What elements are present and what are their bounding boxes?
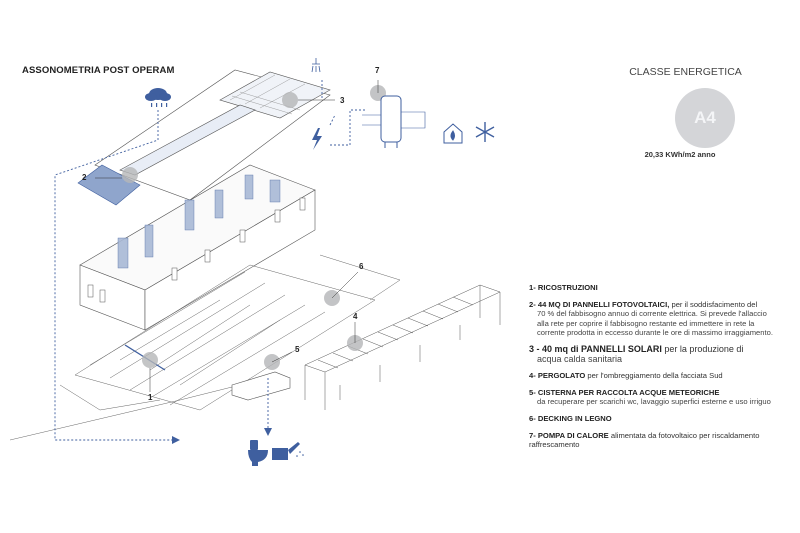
legend-item: 3 - 40 mq di PANNELLI SOLARI per la prod… — [529, 343, 779, 364]
rain-flow-line — [54, 110, 175, 441]
energy-consumption: 20,33 KWh/m2 anno — [644, 150, 716, 159]
marker-3-label: 3 — [340, 96, 345, 105]
legend-desc: 70 % del fabbisogno annuo di corrente el… — [537, 309, 773, 338]
marker-5-label: 5 — [295, 345, 300, 354]
legend-head: 5- CISTERNA PER RACCOLTA ACQUE METEORICH… — [529, 387, 720, 397]
legend-inline: per l'ombreggiamento della facciata Sud — [585, 371, 723, 381]
lightning-icon — [312, 128, 322, 150]
legend-head: 3 - 40 mq di PANNELLI SOLARI — [529, 343, 662, 354]
legend-head: 1- RICOSTRUZIONI — [529, 283, 598, 292]
legend-head: 2- 44 MQ DI PANNELLI FOTOVOLTAICI, — [529, 299, 670, 309]
shower-icon — [311, 58, 321, 73]
marker-7-label: 7 — [375, 66, 380, 75]
legend-head: 6- DECKING IN LEGNO — [529, 413, 612, 423]
legend-inline: alimentata da fotovoltaico per riscaldam… — [529, 430, 760, 450]
marker-4-label: 4 — [353, 312, 358, 321]
legend-desc: acqua calda sanitaria — [537, 353, 623, 364]
page-title: ASSONOMETRIA POST OPERAM — [22, 65, 175, 76]
legend-item: 6- DECKING IN LEGNO — [529, 414, 779, 424]
legend-inline: per la produzione di — [661, 343, 744, 354]
marker-6-label: 6 — [359, 262, 364, 271]
legend-inline: per il soddisfacimento del — [669, 299, 758, 309]
legend-item: 1- RICOSTRUZIONI — [529, 283, 779, 293]
marker-1-label: 1 — [148, 393, 153, 402]
legend-item: 2- 44 MQ DI PANNELLI FOTOVOLTAICI, per i… — [529, 300, 779, 338]
home-heating-icon — [443, 123, 463, 144]
energy-class-value: A4 — [694, 108, 716, 127]
cistern — [231, 371, 291, 401]
watering-can-icon — [272, 442, 304, 460]
rain-cloud-icon — [145, 88, 171, 107]
legend-item: 4- PERGOLATO per l'ombreggiamento della … — [529, 371, 779, 381]
legend: 1- RICOSTRUZIONI 2- 44 MQ DI PANNELLI FO… — [529, 283, 779, 457]
legend-head: 4- PERGOLATO — [529, 371, 586, 381]
legend-item: 5- CISTERNA PER RACCOLTA ACQUE METEORICH… — [529, 388, 779, 407]
energy-class-label: CLASSE ENERGETICA — [629, 66, 742, 78]
roof-plane — [94, 69, 331, 201]
toilet-icon — [248, 440, 268, 466]
pv-panel-2 — [77, 164, 141, 206]
legend-desc: da recuperare per scarichi wc, lavaggio … — [537, 397, 771, 407]
snowflake-icon — [475, 122, 495, 142]
marker-2-label: 2 — [82, 173, 87, 182]
legend-item: 7- POMPA DI CALORE alimentata da fotovol… — [529, 431, 779, 450]
legend-head: 7- POMPA DI CALORE — [529, 430, 609, 440]
energy-class-badge: A4 — [675, 88, 735, 148]
boiler-icon — [362, 95, 426, 148]
